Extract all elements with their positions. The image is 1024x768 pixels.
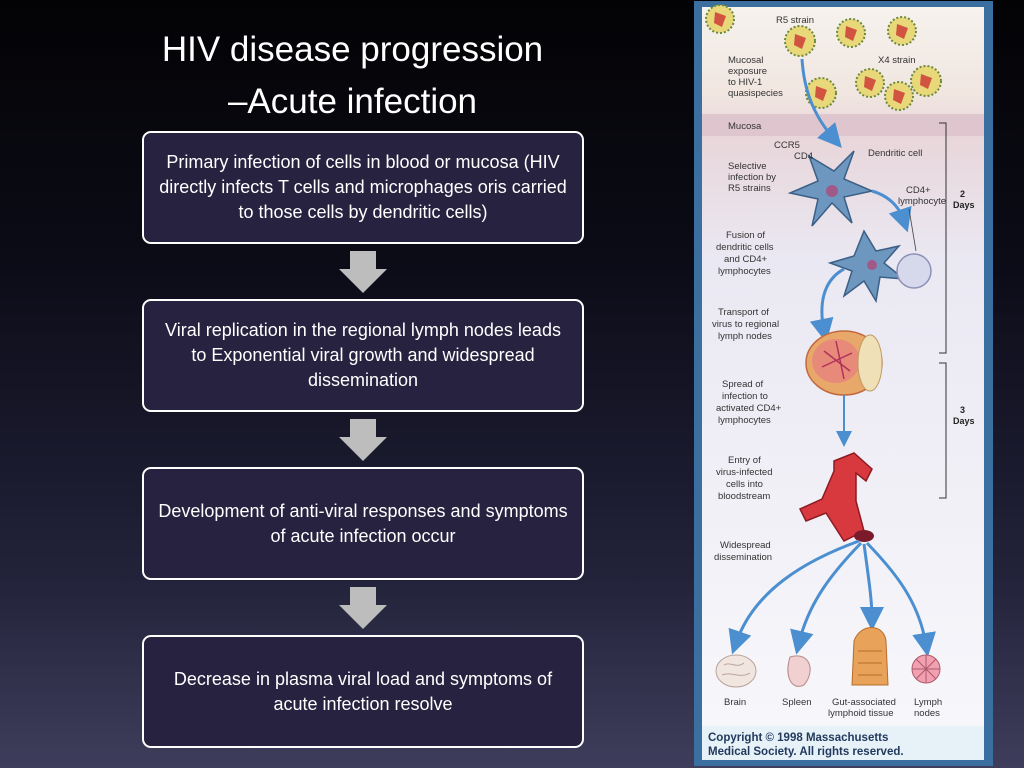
step-box-antiviral-response: Development of anti-viral responses and … bbox=[142, 467, 584, 580]
transport-line-1: Transport of bbox=[718, 307, 769, 318]
entry-line-2: virus-infected bbox=[716, 467, 773, 478]
days-2-label: Days bbox=[953, 200, 975, 210]
brain-icon bbox=[715, 654, 757, 688]
spread-line-3: activated CD4+ bbox=[716, 403, 782, 414]
copyright-line-1: Copyright © 1998 Massachusetts bbox=[708, 732, 888, 744]
entry-line-3: cells into bbox=[726, 479, 763, 490]
mucosa-label: Mucosa bbox=[728, 121, 762, 132]
selective-infection-line-3: R5 strains bbox=[728, 183, 771, 194]
title-line-2: –Acute infection bbox=[227, 82, 478, 121]
entry-line-1: Entry of bbox=[728, 455, 761, 466]
title-line-1: HIV disease progression bbox=[161, 30, 544, 69]
hiv-infection-illustration: R5 strain X4 strain Mucosal exposure to … bbox=[702, 4, 984, 760]
fused-cells-icon bbox=[827, 229, 932, 304]
lymph-nodes-icon bbox=[911, 654, 941, 684]
lymph-node-icon bbox=[805, 330, 883, 396]
dissemination-line-1: Widespread bbox=[720, 540, 771, 551]
dissemination-arrows bbox=[728, 539, 936, 657]
lymph-nodes-label-line-2: nodes bbox=[914, 708, 940, 719]
days-2-number: 2 bbox=[960, 189, 965, 199]
dendritic-cell-icon bbox=[787, 150, 875, 227]
spread-line-1: Spread of bbox=[722, 379, 764, 390]
selective-infection-line-2: infection by bbox=[728, 172, 776, 183]
copyright-line-2: Medical Society. All rights reserved. bbox=[708, 746, 904, 758]
mucosal-exposure-line-1: Mucosal bbox=[728, 55, 763, 66]
gut-icon bbox=[851, 627, 889, 686]
down-arrow-icon bbox=[339, 587, 387, 629]
blood-vessel-icon bbox=[798, 452, 874, 542]
down-arrow-icon bbox=[339, 419, 387, 461]
step-box-viral-load-decrease: Decrease in plasma viral load and sympto… bbox=[142, 635, 584, 748]
days-3-number: 3 bbox=[960, 405, 965, 415]
days-3-label: Days bbox=[953, 416, 975, 426]
step-box-primary-infection: Primary infection of cells in blood or m… bbox=[142, 131, 584, 244]
spread-line-2: infection to bbox=[722, 391, 768, 402]
mucosal-exposure-line-2: exposure bbox=[728, 66, 767, 77]
down-arrow-icon bbox=[339, 251, 387, 293]
dissemination-line-2: dissemination bbox=[714, 552, 772, 563]
mucosal-exposure-line-4: quasispecies bbox=[728, 88, 783, 99]
dendritic-cell-label: Dendritic cell bbox=[868, 148, 922, 159]
gut-label-line-1: Gut-associated bbox=[832, 697, 896, 708]
cd4-label: CD4 bbox=[794, 151, 813, 162]
fusion-line-4: lymphocytes bbox=[718, 266, 771, 277]
x4-strain-label: X4 strain bbox=[878, 55, 916, 66]
lymph-nodes-label-line-1: Lymph bbox=[914, 697, 942, 708]
hiv-infection-figure: R5 strain X4 strain Mucosal exposure to … bbox=[694, 1, 993, 766]
mucosal-exposure-line-3: to HIV-1 bbox=[728, 77, 762, 88]
slide-title: HIV disease progression –Acute infection bbox=[60, 24, 645, 128]
cd4-lymphocyte-line-2: lymphocyte bbox=[898, 196, 946, 207]
fusion-line-2: dendritic cells bbox=[716, 242, 774, 253]
spleen-label: Spleen bbox=[782, 697, 812, 708]
transport-line-3: lymph nodes bbox=[718, 331, 772, 342]
gut-label-line-2: lymphoid tissue bbox=[828, 708, 893, 719]
selective-infection-line-1: Selective bbox=[728, 161, 767, 172]
spread-line-4: lymphocytes bbox=[718, 415, 771, 426]
hiv-virus-particles bbox=[705, 4, 942, 111]
brain-label: Brain bbox=[724, 697, 746, 708]
cd4-lymphocyte-line-1: CD4+ bbox=[906, 185, 931, 196]
r5-strain-label: R5 strain bbox=[776, 15, 814, 26]
entry-line-4: bloodstream bbox=[718, 491, 770, 502]
step-box-viral-replication: Viral replication in the regional lymph … bbox=[142, 299, 584, 412]
days-brackets bbox=[939, 122, 947, 499]
transport-line-2: virus to regional bbox=[712, 319, 779, 330]
spleen-icon bbox=[787, 655, 811, 687]
fusion-line-3: and CD4+ bbox=[724, 254, 767, 265]
ccr5-label: CCR5 bbox=[774, 140, 800, 151]
fusion-line-1: Fusion of bbox=[726, 230, 765, 241]
